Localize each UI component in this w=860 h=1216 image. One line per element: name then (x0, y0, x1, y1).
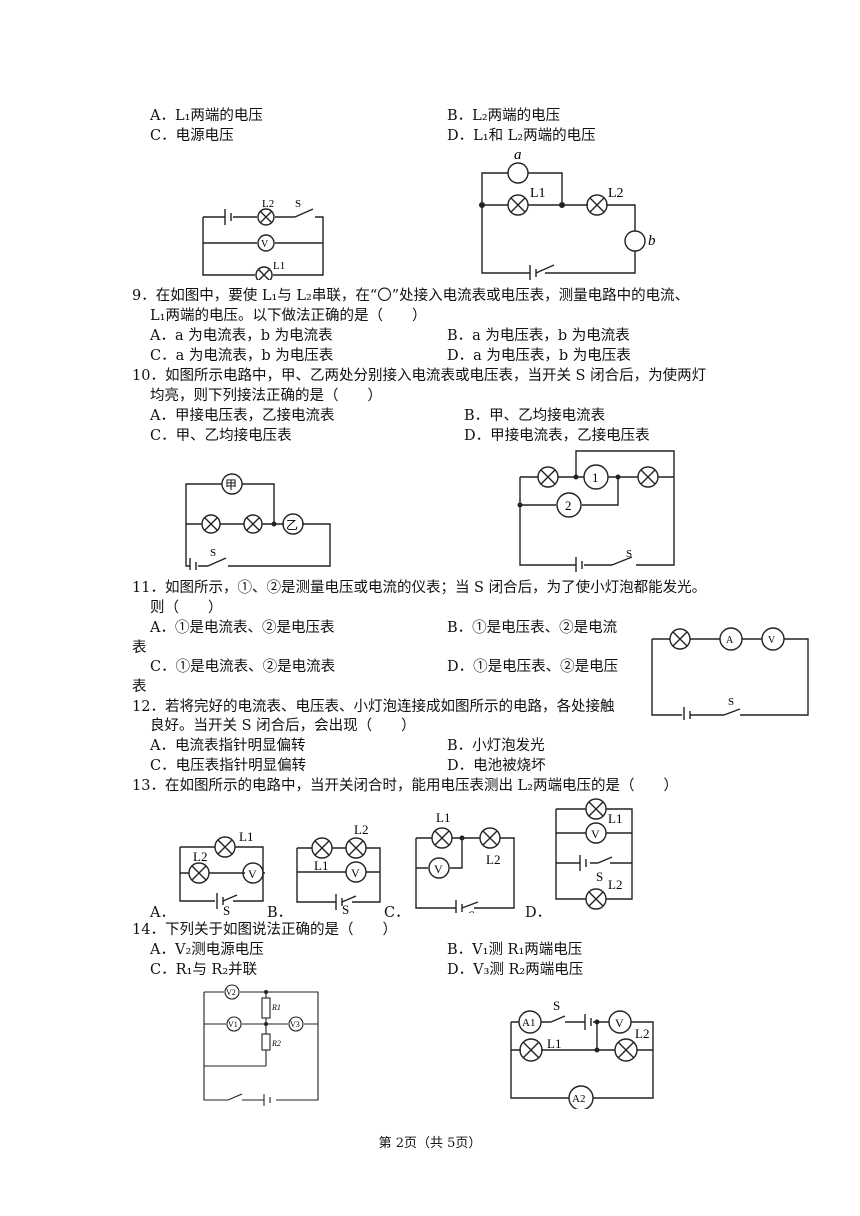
fig9-label-a: a (514, 147, 522, 163)
fig9-label-b: b (648, 233, 656, 249)
q13-label-d: D． (525, 905, 552, 921)
fig13c-label-l2: L2 (486, 852, 500, 867)
q9-option-c: C．a 为电流表，b 为电压表 (150, 348, 334, 364)
fig14r-label-a1: A1 (522, 1017, 535, 1029)
q11-option-d: D．①是电压表、②是电压 (447, 659, 619, 675)
fig14-label-v3: V3 (290, 1020, 300, 1029)
q13-label-c: C． (384, 905, 410, 921)
q10-option-c: C．甲、乙均接电压表 (150, 428, 292, 444)
q13-circuit-d: L1 V S L2 (555, 798, 633, 910)
fig13b-label-v: V (351, 866, 360, 880)
q14-option-d: D．V₃测 R₂两端电压 (447, 962, 584, 978)
fig13d-label-v: V (591, 827, 600, 841)
fig13c-label-l1: L1 (436, 810, 450, 825)
fig8-label-l1: L1 (273, 260, 285, 272)
q8-circuit-figure: L2 S V L1 (202, 198, 324, 280)
fig14-label-v1: V1 (228, 1020, 238, 1029)
q12-option-c: C．电压表指针明显偏转 (150, 758, 307, 774)
q10-circuit-figure: 甲 乙 S (185, 473, 331, 570)
q12-option-d: D．电池被烧坏 (447, 758, 546, 774)
fig10-label-yi: 乙 (286, 518, 298, 532)
fig13b-label-l2: L2 (354, 822, 368, 837)
fig9-label-l2: L2 (608, 186, 624, 201)
q13-label-b: B． (267, 905, 293, 921)
fig13a-label-v: V (248, 867, 257, 881)
q9-option-d: D．a 为电压表，b 为电压表 (447, 348, 631, 364)
q11-circuit-figure: 1 2 S (517, 450, 675, 572)
q8-option-a: A．L₁两端的电压 (150, 108, 263, 124)
fig13a-label-s: S (223, 903, 230, 915)
q11-option-b-wrap: 表 (132, 640, 147, 656)
fig13a-label-l2: L2 (193, 849, 207, 864)
page-footer: 第 2页（共 5页） (378, 1136, 482, 1151)
fig14r-label-s: S (553, 998, 560, 1013)
q14-right-circuit-figure: A1 S V L1 L2 A2 (510, 998, 654, 1109)
fig12-label-a: A (726, 635, 734, 646)
fig13c-label-s: S (468, 908, 475, 913)
fig13d-label-l1: L1 (608, 811, 622, 826)
q10-stem-line2: 均亮，则下列接法正确的是（ ） (150, 388, 382, 404)
q11-option-a: A．①是电流表、②是电压表 (150, 620, 335, 636)
fig13c-label-v: V (434, 862, 443, 876)
fig13b-label-l1: L1 (314, 858, 328, 873)
fig12-label-s: S (728, 696, 734, 708)
fig14r-label-v: V (615, 1016, 624, 1030)
q14-option-b: B．V₁测 R₁两端电压 (447, 942, 583, 958)
q13-circuit-a: L1 L2 V S (179, 829, 265, 915)
fig14r-label-l2: L2 (635, 1026, 649, 1041)
q12-option-b: B．小灯泡发光 (447, 738, 545, 754)
q9-circuit-figure: a L1 L2 b (479, 147, 656, 280)
q14-option-a: A．V₂测电源电压 (150, 942, 264, 958)
q10-option-b: B．甲、乙均接电流表 (464, 408, 606, 424)
q11-option-b: B．①是电压表、②是电流 (447, 620, 618, 636)
fig13d-label-s: S (596, 869, 603, 884)
fig14-label-r1: R1 (271, 1003, 281, 1012)
fig12-label-v: V (768, 635, 776, 646)
q14-circuit-figure: V2 V1 V3 R1 R2 (203, 984, 319, 1106)
q13-circuit-c: L1 L2 V S (415, 810, 515, 913)
fig8-label-s: S (295, 198, 301, 210)
q14-option-c: C．R₁与 R₂并联 (150, 962, 258, 978)
q12-stem-line1: 12．若将完好的电流表、电压表、小灯泡连接成如图所示的电路，各处接触 (132, 699, 615, 715)
q11-option-d-wrap: 表 (132, 679, 147, 695)
q8-option-d: D．L₁和 L₂两端的电压 (447, 128, 596, 144)
q11-option-c: C．①是电流表、②是电流表 (150, 659, 336, 675)
q13-circuit-b: L2 L1 V S (296, 822, 381, 915)
q9-option-b: B．a 为电压表，b 为电流表 (447, 328, 630, 344)
q8-option-b: B．L₂两端的电压 (447, 108, 561, 124)
q12-circuit-figure: A V S (651, 627, 809, 720)
fig14-label-v2: V2 (226, 988, 236, 997)
q13-stem-line1: 13．在如图所示的电路中，当开关闭合时，能用电压表测出 L₂两端电压的是（ ） (132, 778, 678, 794)
fig9-label-l1: L1 (530, 186, 546, 201)
fig13a-label-l1: L1 (239, 829, 253, 844)
q14-stem-line1: 14．下列关于如图说法正确的是（ ） (132, 922, 397, 938)
q9-stem-line1: 9．在如图中，要使 L₁与 L₂串联，在“〇”处接入电流表或电压表，测量电路中的… (132, 288, 690, 304)
fig11-label-1: 1 (592, 470, 599, 485)
fig10-label-s: S (210, 547, 216, 559)
q11-stem-line2: 则（ ） (150, 600, 223, 616)
q10-stem-line1: 10．如图所示电路中，甲、乙两处分别接入电流表或电压表，当开关 S 闭合后，为使… (132, 368, 707, 384)
q8-option-c: C．电源电压 (150, 128, 234, 144)
fig8-label-l2: L2 (262, 198, 274, 210)
fig14-label-r2: R2 (271, 1039, 281, 1048)
q10-option-a: A．甲接电压表，乙接电流表 (150, 408, 335, 424)
fig14r-label-a2: A2 (572, 1093, 585, 1105)
q11-stem-line1: 11．如图所示，①、②是测量电压或电流的仪表；当 S 闭合后，为了使小灯泡都能发… (132, 580, 707, 596)
q12-stem-line2: 良好。当开关 S 闭合后，会出现（ ） (150, 718, 416, 734)
q12-option-a: A．电流表指针明显偏转 (150, 738, 306, 754)
fig11-label-s: S (626, 548, 632, 560)
fig13d-label-l2: L2 (608, 877, 622, 892)
fig14r-label-l1: L1 (547, 1036, 561, 1051)
q13-label-a: A． (150, 905, 175, 921)
fig10-label-jia: 甲 (225, 478, 237, 492)
q9-stem-line2: L₁两端的电压。以下做法正确的是（ ） (150, 308, 427, 324)
fig11-label-2: 2 (565, 498, 572, 513)
q10-option-d: D．甲接电流表，乙接电压表 (464, 428, 650, 444)
fig13b-label-s: S (342, 902, 349, 915)
q9-option-a: A．a 为电流表，b 为电流表 (150, 328, 333, 344)
fig8-label-v: V (261, 239, 269, 250)
